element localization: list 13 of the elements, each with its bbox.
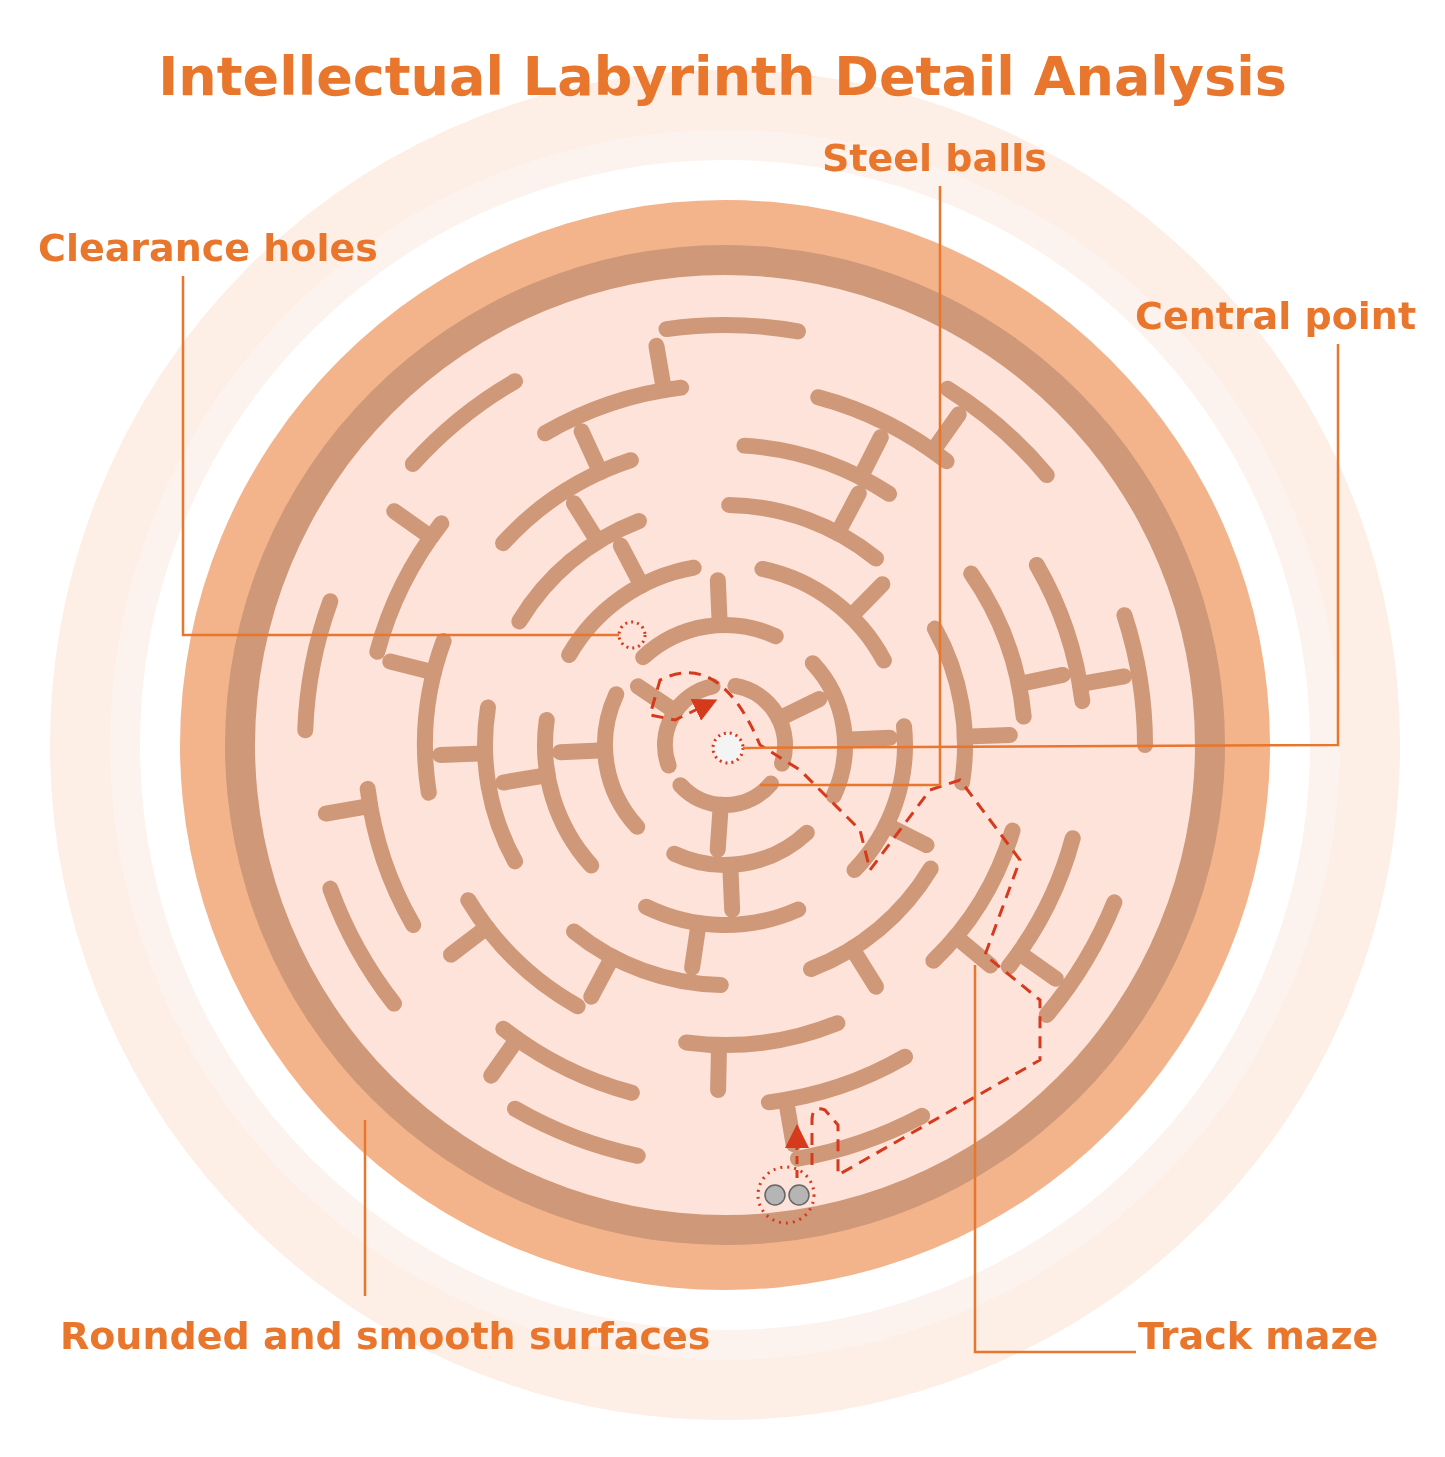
leader-line: [743, 344, 1340, 750]
callout-label: Rounded and smooth surfaces: [60, 1316, 711, 1358]
steel-ball-marker: [711, 731, 745, 765]
callout-label: Steel balls: [822, 138, 1047, 180]
leader-line: [760, 186, 942, 787]
callout-label: Track maze: [1138, 1316, 1379, 1358]
callout-label: Central point: [1135, 296, 1417, 338]
title: Intellectual Labyrinth Detail Analysis: [157, 45, 1288, 108]
hole-marker: [617, 620, 647, 650]
callout-label: Clearance holes: [38, 228, 378, 270]
leader-line: [181, 276, 619, 637]
leader-line: [973, 965, 1136, 1354]
leader-line: [363, 1120, 367, 1296]
